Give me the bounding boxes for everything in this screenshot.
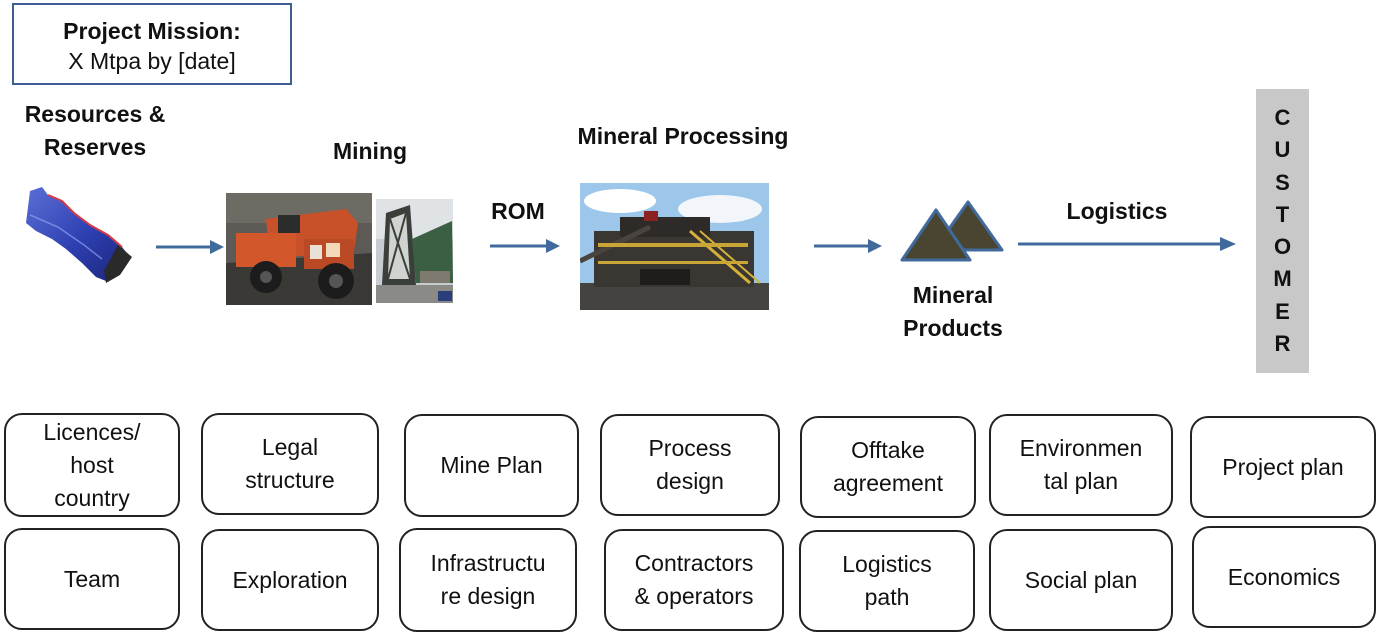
headframe-image <box>376 199 453 303</box>
customer-letter: O <box>1273 234 1292 260</box>
box-logistics-path: Logistics path <box>799 530 975 632</box>
mineral-products-icon <box>900 200 1004 262</box>
mission-title: Project Mission: <box>63 18 241 44</box>
label-rom: ROM <box>491 198 545 224</box>
box-environmental-plan: Environmen tal plan <box>989 414 1173 516</box>
customer-letter: C <box>1274 105 1291 131</box>
box-project-plan: Project plan <box>1190 416 1376 518</box>
customer-letter: M <box>1273 266 1292 292</box>
customer-letter: E <box>1275 298 1290 324</box>
box-offtake-agreement: Offtake agreement <box>800 416 976 518</box>
box-licences-host-country: Licences/ host country <box>4 413 180 517</box>
project-mission-box: Project Mission: X Mtpa by [date] <box>12 3 292 85</box>
label-mining: Mining <box>332 138 408 164</box>
box-social-plan: Social plan <box>989 529 1173 631</box>
customer-letter: S <box>1275 169 1290 195</box>
arrow-processing-to-products <box>814 239 882 253</box>
box-contractors-operators: Contractors & operators <box>604 529 784 631</box>
mining-truck-image <box>226 193 372 305</box>
arrow-logistics-to-customer <box>1018 237 1236 251</box>
arrow-resources-to-mining <box>156 240 224 254</box>
resource-model-image <box>26 187 132 283</box>
box-process-design: Process design <box>600 414 780 516</box>
customer-bar: C U S T O M E R <box>1256 89 1309 373</box>
box-infrastructure-design: Infrastructu re design <box>399 528 577 632</box>
label-mineral-processing: Mineral Processing <box>577 123 789 149</box>
customer-letter: U <box>1274 137 1291 163</box>
box-team: Team <box>4 528 180 630</box>
label-resources-reserves: Resources & Reserves <box>24 101 166 160</box>
label-mineral-products: Mineral Products <box>903 282 1003 341</box>
arrow-rom-to-processing <box>490 239 560 253</box>
box-exploration: Exploration <box>201 529 379 631</box>
label-logistics: Logistics <box>1066 198 1168 224</box>
mission-subtitle: X Mtpa by [date] <box>68 48 236 74</box>
processing-plant-image <box>580 183 769 310</box>
box-economics: Economics <box>1192 526 1376 628</box>
customer-letter: R <box>1274 330 1291 356</box>
customer-letter: T <box>1275 201 1290 227</box>
box-legal-structure: Legal structure <box>201 413 379 515</box>
box-mine-plan: Mine Plan <box>404 414 579 517</box>
